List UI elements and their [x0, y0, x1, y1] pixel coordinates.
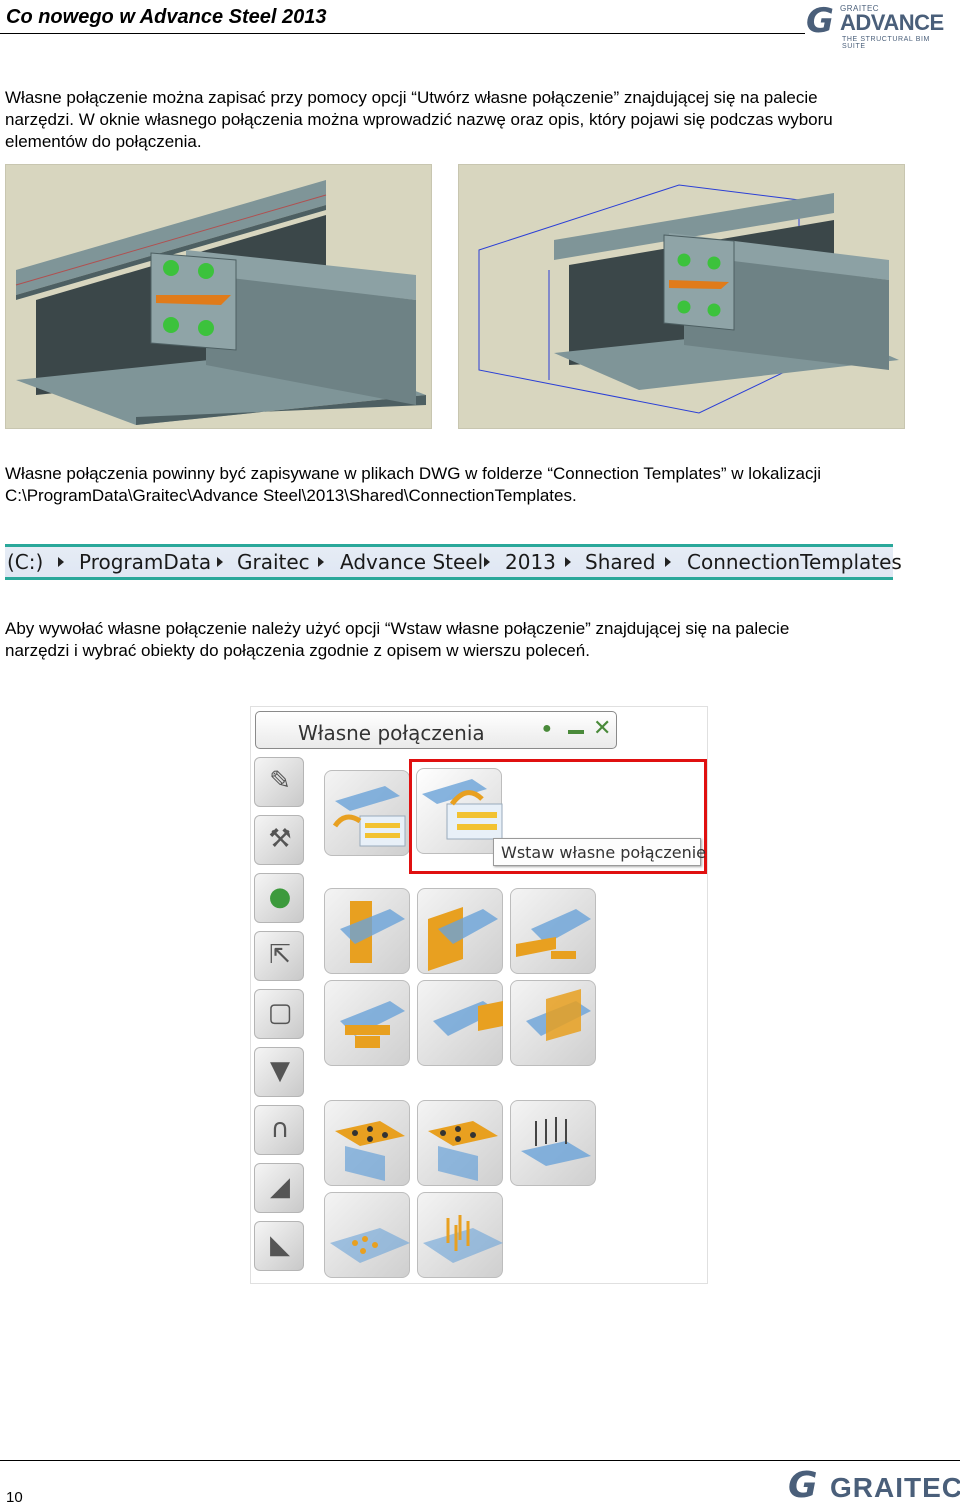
plate-tool-button[interactable]: ◣	[254, 1221, 304, 1271]
connection-icon	[428, 907, 498, 971]
connection-icon	[330, 1228, 410, 1263]
pin-icon[interactable]: ●	[542, 720, 552, 737]
chevron-right-icon[interactable]	[484, 557, 490, 567]
pencil-icon: ✎	[269, 766, 291, 796]
connection-icon	[340, 901, 405, 963]
page-title: Co nowego w Advance Steel 2013	[6, 6, 327, 28]
selection-icon: ▢	[267, 998, 293, 1028]
paragraph-1-line-2: narzędzi. W oknie własnego połączenia mo…	[5, 110, 833, 129]
profile-icon: ∩	[270, 1114, 290, 1144]
connection-tile[interactable]	[324, 980, 410, 1066]
connection-tile[interactable]	[417, 1192, 503, 1278]
plate-icon: ◣	[270, 1230, 290, 1260]
connection-icon	[516, 909, 591, 959]
connection-icon	[340, 1001, 405, 1048]
logo-small-text: GRAITEC	[840, 4, 880, 13]
path-item-graitec[interactable]: Graitec	[237, 550, 310, 574]
profile-tool-button[interactable]: ∩	[254, 1105, 304, 1155]
axes-icon: ⇱	[269, 940, 291, 970]
chevron-right-icon[interactable]	[318, 557, 324, 567]
selection-tool-button[interactable]: ▢	[254, 989, 304, 1039]
graitec-footer-logo: G GRAITEC	[788, 1465, 960, 1506]
logo-tagline: THE STRUCTURAL BIM SUITE	[842, 36, 930, 50]
logo-big-text: ADVANCE	[840, 10, 944, 35]
paragraph-1-line-3: elementów do połączenia.	[5, 132, 202, 151]
create-custom-connection-button[interactable]	[324, 770, 410, 856]
insert-connection-highlight	[409, 759, 707, 874]
header-divider	[0, 33, 805, 34]
paragraph-2-line-2: C:\ProgramData\Graitec\Advance Steel\201…	[5, 486, 577, 505]
footer-logo-g-mark: G	[788, 1465, 818, 1506]
palette-header: Własne połączenia ● ✕	[255, 711, 617, 749]
connection-icon	[335, 1121, 405, 1181]
page-header: Co nowego w Advance Steel 2013 G GRAITEC…	[0, 0, 960, 50]
tooltip-text: Wstaw własne połączenie	[501, 843, 707, 862]
connection-tile[interactable]	[417, 980, 503, 1066]
connection-tile[interactable]	[510, 980, 596, 1066]
paragraph-1-line-1: Własne połączenie można zapisać przy pom…	[5, 88, 818, 107]
connection-icon	[521, 1117, 591, 1166]
beam-section-tool-button[interactable]: ◢	[254, 1163, 304, 1213]
minimize-icon[interactable]	[568, 730, 584, 734]
insert-connection-icon	[422, 779, 503, 840]
connection-image-right	[458, 164, 905, 429]
paragraph-2-line-1: Własne połączenia powinny być zapisywane…	[5, 464, 822, 483]
filter-icon: ▼	[270, 1056, 290, 1086]
connection-tile[interactable]	[417, 1100, 503, 1186]
connection-image-left	[5, 164, 432, 429]
paragraph-3-line-1: Aby wywołać własne połączenie należy uży…	[5, 619, 790, 638]
wrench-icon: ⚒	[268, 824, 292, 854]
connection-icon	[433, 1001, 503, 1036]
user-settings-icon: ●	[268, 882, 292, 912]
close-icon[interactable]: ✕	[593, 716, 612, 741]
chevron-right-icon[interactable]	[565, 557, 571, 567]
axes-tool-button[interactable]: ⇱	[254, 931, 304, 981]
path-item-drive[interactable]: (C:)	[7, 550, 44, 574]
connection-tile[interactable]	[324, 888, 410, 974]
connection-icon	[526, 989, 591, 1041]
footer-logo-text: GRAITEC	[830, 1472, 960, 1503]
connection-tile[interactable]	[324, 1192, 410, 1278]
graitec-advance-logo: G GRAITEC ADVANCE THE STRUCTURAL BIM SUI…	[806, 1, 956, 50]
connection-tile[interactable]	[510, 888, 596, 974]
chevron-right-icon[interactable]	[58, 557, 64, 567]
path-item-2013[interactable]: 2013	[505, 550, 556, 574]
page-number: 10	[6, 1489, 23, 1506]
chevron-right-icon[interactable]	[217, 557, 223, 567]
insert-custom-connection-button[interactable]	[416, 768, 503, 854]
connection-icon	[428, 1121, 498, 1181]
path-item-advance-steel[interactable]: Advance Steel	[340, 550, 484, 574]
paragraph-3-line-2: narzędzi i wybrać obiekty do połączenia …	[5, 641, 590, 660]
user-settings-tool-button[interactable]: ●	[254, 873, 304, 923]
connection-tile[interactable]	[324, 1100, 410, 1186]
wrench-tool-button[interactable]: ⚒	[254, 815, 304, 865]
logo-g-mark: G	[806, 1, 834, 41]
connection-icon	[423, 1215, 503, 1263]
insert-connection-tooltip: Wstaw własne połączenie	[493, 838, 706, 866]
chevron-right-icon[interactable]	[665, 557, 671, 567]
path-item-connectiontemplates[interactable]: ConnectionTemplates	[687, 550, 902, 574]
footer-divider	[0, 1460, 960, 1461]
beam-section-icon: ◢	[270, 1172, 290, 1202]
folder-path-bar[interactable]: (C:) ProgramData Graitec Advance Steel 2…	[5, 539, 902, 585]
path-item-programdata[interactable]: ProgramData	[79, 550, 212, 574]
connection-tile[interactable]	[417, 888, 503, 974]
path-item-shared[interactable]: Shared	[585, 550, 656, 574]
palette-title: Własne połączenia	[298, 721, 485, 745]
path-bar-band	[5, 544, 893, 580]
create-connection-icon	[332, 786, 406, 847]
connection-tile[interactable]	[510, 1100, 596, 1186]
pencil-tool-button[interactable]: ✎	[254, 757, 304, 807]
filter-tool-button[interactable]: ▼	[254, 1047, 304, 1097]
